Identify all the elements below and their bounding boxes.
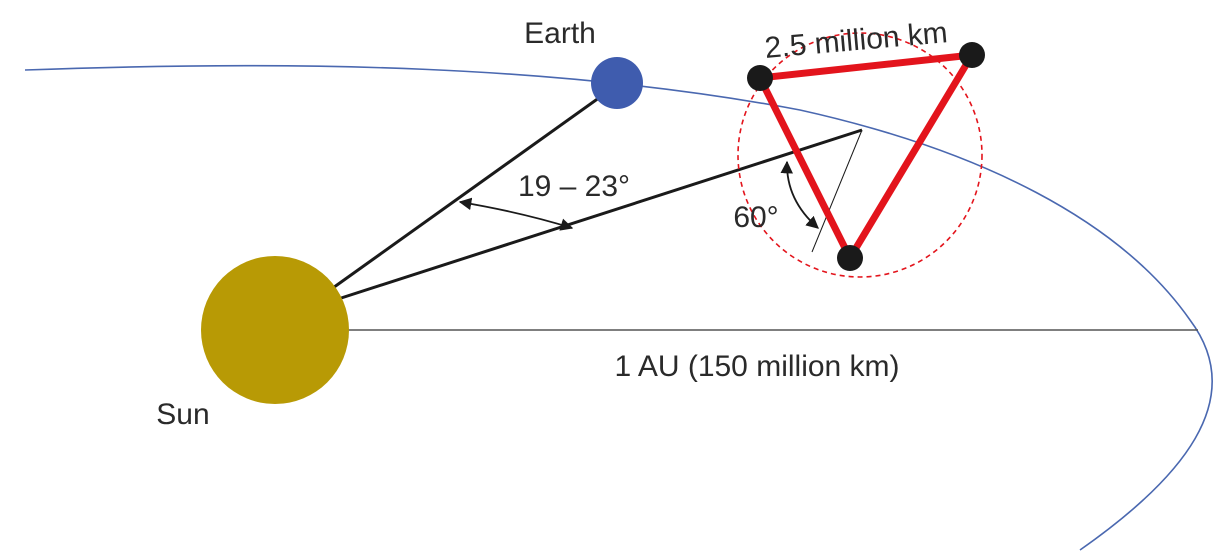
spacecraft-2 [959,42,985,68]
formation-angle-arrow [780,160,819,229]
earth-orbit [24,64,1213,551]
distance-label: 1 AU (150 million km) [614,350,899,383]
formation-angle-label: 60° [733,201,778,234]
sun-earth-line [329,93,604,292]
angle-range-arrow [458,197,574,231]
earth [591,57,643,109]
formation-normal-line [811,129,863,253]
earth-label: Earth [524,17,596,50]
angle-range-label: 19 – 23° [518,170,630,203]
spacecraft-1 [747,65,773,91]
sun [201,256,349,404]
formation-triangle [756,51,976,262]
sun-label: Sun [156,398,209,431]
sun-formation-line [334,128,863,302]
spacecraft-3 [837,245,863,271]
formation-circle [737,32,983,278]
